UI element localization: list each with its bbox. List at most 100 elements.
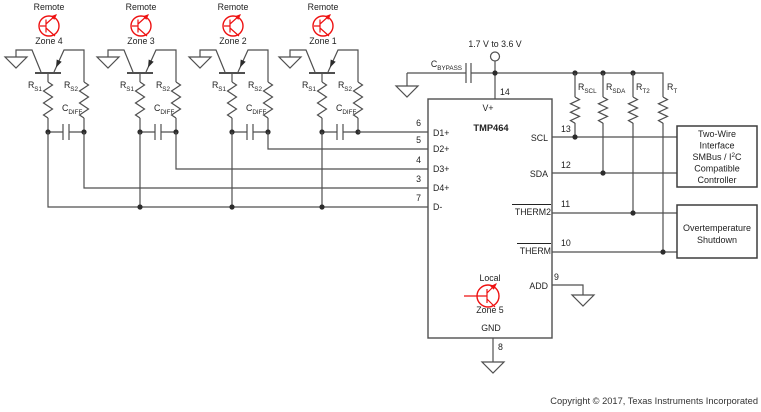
remote-transistor-icon bbox=[312, 14, 334, 37]
d3-pin-label: D3+ bbox=[433, 164, 449, 174]
supply-voltage-label: 1.7 V to 3.6 V bbox=[468, 39, 521, 49]
junction-dot bbox=[572, 134, 578, 140]
rs1-label: RS1 bbox=[212, 80, 227, 93]
cdiff-label: CDIFF bbox=[154, 103, 175, 116]
emitter-arrow bbox=[330, 59, 336, 68]
remote-label: Remote bbox=[126, 2, 157, 12]
zone-label: Zone 3 bbox=[127, 36, 154, 46]
remote-transistor-icon bbox=[130, 14, 152, 37]
remote-zone-4: Remote Zone 4 RS1 RS2 CDIFF bbox=[4, 2, 90, 140]
shutdown-line: Overtemperature bbox=[683, 223, 751, 233]
scl-pin-label: SCL bbox=[531, 133, 548, 143]
capacitor-icon bbox=[140, 124, 176, 140]
shutdown-line: Shutdown bbox=[697, 235, 737, 245]
pin-number: 4 bbox=[416, 155, 421, 165]
pin-number: 9 bbox=[554, 272, 559, 282]
right-wires: 13 12 11 10 9 8 bbox=[481, 124, 677, 374]
junction-dot bbox=[630, 210, 636, 216]
junction-dot bbox=[229, 204, 235, 210]
pin-number: 11 bbox=[561, 199, 570, 209]
remote-zone-2: Remote Zone 2 RS1 RS2 CDIFF bbox=[188, 2, 274, 140]
rs1-label: RS1 bbox=[120, 80, 135, 93]
controller-line: Controller bbox=[697, 175, 736, 185]
collector-ground-wire bbox=[199, 49, 226, 73]
tmp464-ic: V+ TMP464 D1+ D2+ D3+ D4+ D- SCL SDA THE… bbox=[427, 98, 553, 339]
ic-body bbox=[427, 98, 553, 339]
junction-dot bbox=[319, 204, 325, 210]
capacitor-icon bbox=[48, 124, 84, 140]
pullup-resistors: RSCL RSDA RT2 RT bbox=[569, 73, 677, 252]
controller-line: Two-Wire bbox=[698, 129, 736, 139]
junction-dot bbox=[492, 70, 498, 76]
collector-ground-wire bbox=[107, 49, 134, 73]
controller-line: SMBus / I2C bbox=[692, 152, 742, 162]
rs1-label: RS1 bbox=[28, 80, 43, 93]
therm2-pin-label: THERM2 bbox=[515, 207, 551, 217]
gnd-pin-label: GND bbox=[481, 323, 501, 333]
shutdown-box bbox=[676, 204, 758, 259]
zone5-label: Zone 5 bbox=[476, 305, 503, 315]
dminus-pin-label: D- bbox=[433, 202, 442, 212]
pin-number: 6 bbox=[416, 118, 421, 128]
remote-label: Remote bbox=[308, 2, 339, 12]
rt-label: RT bbox=[667, 82, 677, 95]
wire-d2-bus bbox=[267, 132, 428, 150]
remote-transistor-icon bbox=[38, 14, 60, 37]
pin-number: 14 bbox=[500, 87, 510, 97]
rs2-label: RS2 bbox=[64, 80, 79, 93]
cdiff-label: CDIFF bbox=[246, 103, 267, 116]
therm-pin-label: THERM bbox=[520, 246, 551, 256]
emitter-arrow bbox=[148, 59, 154, 68]
zone-label: Zone 2 bbox=[219, 36, 246, 46]
zone-label: Zone 4 bbox=[35, 36, 62, 46]
wire-d3-bus bbox=[175, 132, 428, 170]
remote-zone-1: Remote Zone 1 RS1 RS2 CDIFF bbox=[278, 2, 364, 140]
local-label: Local bbox=[479, 273, 500, 283]
rs2-label: RS2 bbox=[248, 80, 263, 93]
controller-line: Interface bbox=[699, 141, 734, 151]
wire-d4-bus bbox=[83, 132, 428, 189]
add-pin-label: ADD bbox=[529, 281, 548, 291]
input-buses: 6 5 4 3 7 bbox=[47, 118, 428, 210]
d4-pin-label: D4+ bbox=[433, 183, 449, 193]
sda-pin-label: SDA bbox=[530, 169, 548, 179]
vplus-pin-label: V+ bbox=[482, 103, 493, 113]
collector-ground-wire bbox=[289, 49, 316, 73]
pin-number: 13 bbox=[561, 124, 571, 134]
pin-number: 7 bbox=[416, 193, 421, 203]
controller-block: Two-Wire Interface SMBus / I2C Compatibl… bbox=[676, 125, 758, 188]
junction-dot bbox=[137, 204, 143, 210]
pin-number: 3 bbox=[416, 174, 421, 184]
add-wire bbox=[552, 284, 584, 295]
rsda-label: RSDA bbox=[606, 82, 626, 95]
capacitor-icon bbox=[322, 124, 358, 140]
remote-label: Remote bbox=[34, 2, 65, 12]
controller-line: Compatible bbox=[694, 164, 740, 174]
d1-pin-label: D1+ bbox=[433, 128, 449, 138]
d2-pin-label: D2+ bbox=[433, 144, 449, 154]
local-transistor-icon bbox=[464, 283, 500, 308]
pin-number: 8 bbox=[498, 342, 503, 352]
cdiff-label: CDIFF bbox=[336, 103, 357, 116]
remote-zone-3: Remote Zone 3 RS1 RS2 CDIFF bbox=[96, 2, 182, 140]
rt2-label: RT2 bbox=[636, 82, 650, 95]
capacitor-icon bbox=[232, 124, 268, 140]
remote-transistor-icon bbox=[222, 14, 244, 37]
pin-number: 10 bbox=[561, 238, 571, 248]
wire-dminus-bus bbox=[47, 132, 428, 208]
ic-name: TMP464 bbox=[473, 123, 509, 133]
shutdown-block: Overtemperature Shutdown bbox=[676, 204, 758, 259]
rscl-label: RSCL bbox=[578, 82, 597, 95]
copyright-notice: Copyright © 2017, Texas Instruments Inco… bbox=[550, 396, 758, 406]
rs2-label: RS2 bbox=[338, 80, 353, 93]
remote-label: Remote bbox=[218, 2, 249, 12]
vplus-rail bbox=[471, 72, 664, 97]
emitter-arrow bbox=[240, 59, 246, 68]
junction-dot bbox=[600, 170, 606, 176]
zone-label: Zone 1 bbox=[309, 36, 336, 46]
emitter-arrow bbox=[56, 59, 62, 68]
power-section: 1.7 V to 3.6 V 14 CBYPASS bbox=[395, 39, 664, 99]
